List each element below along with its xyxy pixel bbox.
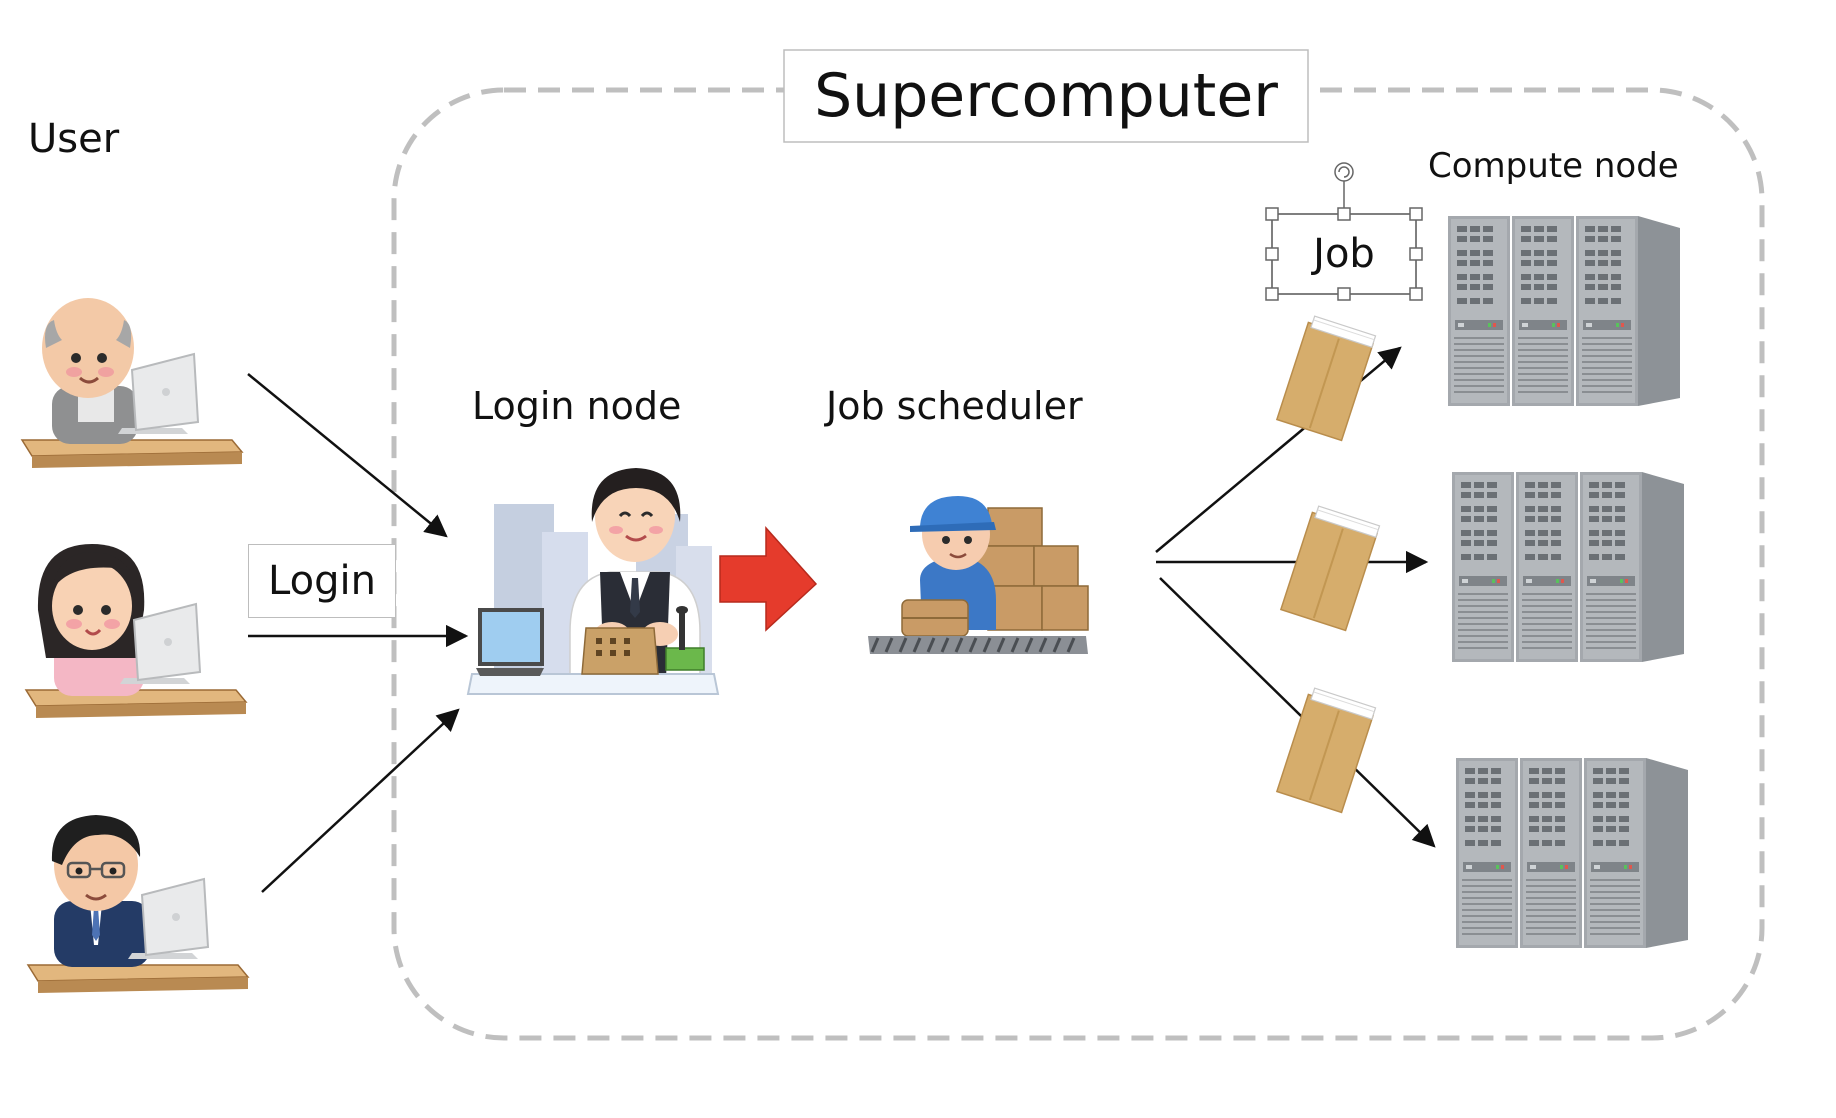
elderly-user-icon	[21, 298, 243, 469]
job-scheduler-label: Job scheduler	[826, 384, 1083, 428]
receptionist-icon	[466, 468, 720, 695]
rotate-handle-icon[interactable]	[1334, 162, 1354, 182]
envelope-icon	[1275, 313, 1377, 442]
businessman-user-icon	[27, 815, 249, 994]
handoff-arrow	[719, 526, 818, 632]
diagram-title: Supercomputer	[814, 61, 1278, 131]
woman-user-icon	[25, 544, 247, 719]
login-arrow-top	[247, 373, 448, 538]
title-box	[783, 49, 1309, 143]
envelope-icon	[1279, 503, 1381, 632]
server-rack-icon	[1456, 758, 1688, 948]
warehouse-worker-icon	[868, 496, 1089, 654]
login-node-label: Login node	[472, 384, 682, 428]
dispatch-arrow-bottom	[1159, 577, 1436, 848]
compute-node-label: Compute node	[1428, 146, 1679, 186]
job-label-selection[interactable]	[1265, 178, 1423, 301]
user-label: User	[28, 116, 120, 162]
supercomputer-boundary	[391, 87, 1765, 1041]
job-label[interactable]: Job	[1313, 231, 1375, 277]
server-rack-icon	[1448, 216, 1680, 406]
login-label: Login	[248, 544, 396, 618]
server-rack-icon	[1452, 472, 1684, 662]
login-arrow-bottom	[261, 708, 460, 893]
